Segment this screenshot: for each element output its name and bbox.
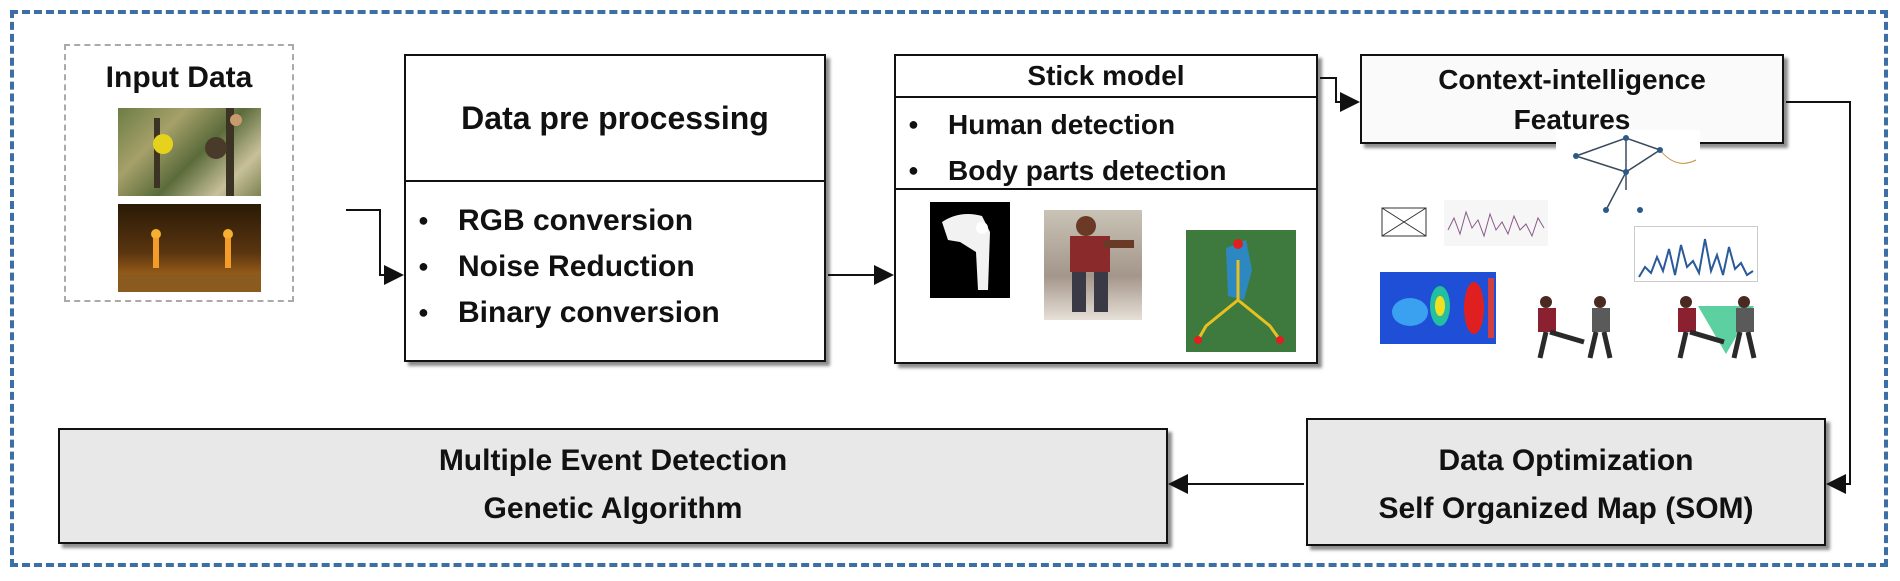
stick-model-divider-1 [896,96,1316,98]
pipeline-frame [10,10,1888,567]
event-detection-line2: Genetic Algorithm [483,492,743,525]
step-noise-reduction: Noise Reduction [406,243,720,290]
event-detection-line1: Multiple Event Detection [438,444,788,477]
stick-model-box: Stick model Human detection Body parts d… [894,54,1318,364]
optimization-line2: Self Organized Map (SOM) [1378,492,1754,525]
input-data-title: Input Data [105,61,253,94]
stick-model-title: Stick model [1027,60,1185,91]
optimization-box: Data Optimization Self Organized Map (SO… [1306,418,1826,546]
step-body-parts-detection: Body parts detection [896,147,1226,194]
stick-model-steps: Human detection Body parts detection [896,101,1226,194]
preprocessing-box: Data pre processing RGB conversion Noise… [404,54,826,362]
input-data-panel: Input Data [64,44,294,302]
features-title-line1: Context-intelligence [1438,64,1706,95]
skeleton-model-image [1186,230,1296,352]
arrow-input-to-preprocessing [346,209,404,285]
features-title-line2: Features [1513,104,1631,135]
interaction-feature-image-1 [1524,292,1624,362]
optimization-line1: Data Optimization [1438,444,1694,477]
interaction-feature-image-2 [1664,292,1768,362]
preprocessing-steps: RGB conversion Noise Reduction Binary co… [406,197,720,336]
forest-sample-image [118,108,261,196]
step-human-detection: Human detection [896,101,1226,148]
stick-model-divider-2 [896,188,1316,190]
step-binary-conversion: Binary conversion [406,289,720,336]
dance-sample-image [118,204,261,292]
person-detection-image [1044,210,1142,320]
arrow-features-to-optimization [1786,101,1851,494]
event-detection-box: Multiple Event Detection Genetic Algorit… [58,428,1168,544]
preprocessing-divider [406,180,824,182]
signal-plot-image [1444,200,1548,246]
box-feature-image [1380,204,1430,242]
graph-feature-image [1556,130,1700,214]
preprocessing-title: Data pre processing [461,99,769,136]
arrow-stickmodel-to-features [1320,77,1360,112]
silhouette-image [930,202,1010,298]
histogram-feature-image [1634,226,1758,282]
step-rgb-conversion: RGB conversion [406,197,720,244]
heatmap-feature-image [1380,272,1496,344]
